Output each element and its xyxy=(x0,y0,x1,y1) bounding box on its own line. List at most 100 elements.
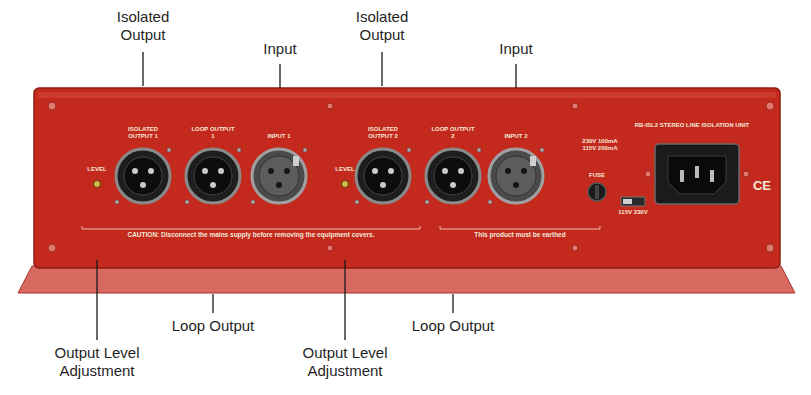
panel-legend: LOOP OUTPUT 2 xyxy=(431,126,475,140)
leader-line xyxy=(96,260,97,340)
callout-label: Output Level Adjustment xyxy=(42,344,152,380)
xlr-female-connector xyxy=(252,149,306,203)
callout-label: Input xyxy=(486,40,546,58)
xlr-male-connector xyxy=(364,157,402,195)
panel-body xyxy=(34,88,780,268)
xlr-male-connector xyxy=(372,168,378,174)
xlr-male-connector xyxy=(116,149,170,203)
connector-screw xyxy=(407,148,411,152)
xlr-female-connector xyxy=(505,168,511,174)
panel-legend: LEVEL xyxy=(82,166,112,173)
leader-line xyxy=(212,294,213,313)
caution-note: CAUTION: Disconnect the mains supply bef… xyxy=(81,231,421,239)
voltage-selector xyxy=(621,197,645,206)
xlr-male-connector xyxy=(434,157,472,195)
xlr-male-connector xyxy=(380,182,386,188)
iec-inlet xyxy=(668,156,726,194)
connector-screw xyxy=(303,148,307,152)
panel-bracket xyxy=(82,226,420,229)
xlr-female-connector xyxy=(489,149,543,203)
xlr-male-connector xyxy=(210,182,216,188)
level-trimmer xyxy=(342,181,349,188)
panel-screw xyxy=(327,103,333,109)
xlr-female-connector xyxy=(496,156,536,196)
fuse-holder xyxy=(588,183,606,201)
xlr-male-connector xyxy=(218,168,224,174)
xlr-male-connector xyxy=(426,149,480,203)
xlr-female-connector xyxy=(284,168,290,174)
xlr-male-connector xyxy=(132,168,138,174)
iec-inlet xyxy=(655,144,739,204)
panel-screw xyxy=(48,102,56,110)
iec-inlet xyxy=(680,170,684,182)
connector-screw xyxy=(477,148,481,152)
connector-screw xyxy=(355,200,359,204)
fuse-holder xyxy=(595,185,599,199)
panel-legend: ISOLATED OUTPUT 2 xyxy=(361,126,405,140)
connector-screw xyxy=(488,200,492,204)
xlr-female-connector xyxy=(259,156,299,196)
connector-screw xyxy=(115,148,544,204)
xlr-male-connector xyxy=(202,168,208,174)
panel-screw xyxy=(327,245,333,251)
xlr-male-connector xyxy=(116,149,170,203)
voltage-selector xyxy=(621,197,645,206)
panel-highlight xyxy=(38,92,776,98)
xlr-male-connector xyxy=(356,149,410,203)
iec-inlet xyxy=(645,171,651,177)
connector-screw xyxy=(185,200,189,204)
xlr-male-connector xyxy=(356,149,410,203)
panel-legend: LOOP OUTPUT 1 xyxy=(191,126,235,140)
panel-screw xyxy=(48,102,774,252)
voltage-marking: 115V 230V xyxy=(611,209,655,216)
panel-legend: INPUT 1 xyxy=(257,133,301,140)
panel-bracket xyxy=(82,226,600,229)
panel-screw xyxy=(572,245,578,251)
callout-label: Input xyxy=(250,40,310,58)
callout-label: Isolated Output xyxy=(98,8,188,44)
xlr-male-connector xyxy=(194,157,232,195)
xlr-female-connector xyxy=(252,149,306,203)
xlr-male-connector xyxy=(458,168,464,174)
level-trimmer xyxy=(94,181,101,188)
xlr-male-connector xyxy=(450,182,456,188)
connector-screw xyxy=(115,200,119,204)
iec-inlet xyxy=(695,166,699,178)
xlr-male-connector xyxy=(186,149,240,203)
connector-screw xyxy=(540,148,544,152)
panel-legend: LEVEL xyxy=(330,166,360,173)
xlr-male-connector xyxy=(186,149,240,203)
xlr-female-connector xyxy=(268,168,274,174)
mounting-flange xyxy=(18,266,795,293)
product-name: RB-ISL2 STEREO LINE ISOLATION UNIT xyxy=(612,122,772,129)
panel-screw xyxy=(48,244,56,252)
xlr-female-connector xyxy=(530,156,536,166)
panel-legend: ISOLATED OUTPUT 1 xyxy=(121,126,165,140)
xlr-female-connector xyxy=(521,168,527,174)
callout-label: Output Level Adjustment xyxy=(290,344,400,380)
xlr-female-connector xyxy=(276,182,282,188)
xlr-male-connector xyxy=(442,168,448,174)
ce-mark: CE xyxy=(749,178,775,194)
leader-line xyxy=(279,64,280,88)
panel-legend: FUSE xyxy=(582,172,612,179)
xlr-female-connector xyxy=(489,149,543,203)
leader-line xyxy=(381,52,382,86)
callout-label: Loop Output xyxy=(158,317,268,335)
leader-line xyxy=(97,52,516,340)
voltage-selector xyxy=(623,199,632,204)
leader-line xyxy=(142,52,143,86)
iec-inlet xyxy=(645,144,749,204)
earth-note: This product must be earthed xyxy=(440,231,600,239)
xlr-male-connector xyxy=(140,182,146,188)
panel-screw xyxy=(766,244,774,252)
panel-screw xyxy=(766,102,774,110)
connector-screw xyxy=(167,148,171,152)
fuse-holder xyxy=(588,183,606,201)
leader-line xyxy=(452,294,453,313)
connector-screw xyxy=(425,200,429,204)
leader-line xyxy=(515,64,516,88)
xlr-male-connector xyxy=(124,157,162,195)
xlr-male-connector xyxy=(388,168,394,174)
